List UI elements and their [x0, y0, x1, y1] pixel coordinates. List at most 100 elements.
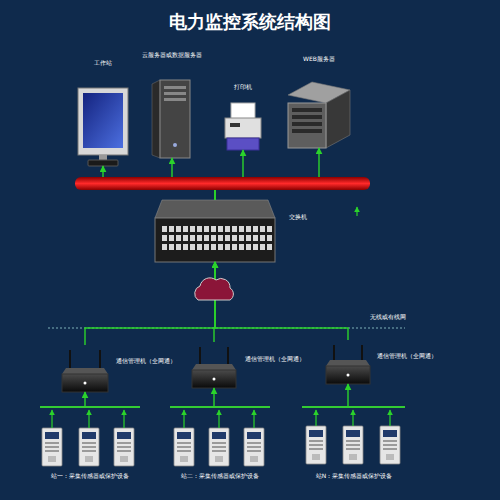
workstation-node: 工作站 [75, 60, 131, 166]
station-bus [40, 406, 140, 408]
gateway-body [62, 374, 108, 392]
meter-arrow [315, 410, 316, 426]
meter-symbol [42, 428, 62, 466]
meter-arrow [51, 410, 52, 428]
server-bay [292, 122, 322, 126]
gateway-body [192, 370, 236, 388]
server-bay [292, 115, 322, 119]
meter-symbol [114, 428, 134, 466]
printer-paper [231, 103, 255, 120]
gateway-icon [192, 347, 236, 388]
monitor-screen [83, 93, 123, 148]
gateway-node: 通信管理机（全网通） [322, 340, 442, 384]
ethernet-bus [75, 177, 370, 190]
diagram-title: 电力监控系统结构图 [0, 10, 500, 34]
connector-arrow [215, 150, 243, 200]
gateway-top [326, 360, 370, 366]
decor-arrow [356, 207, 357, 216]
station-node: 站二：采集传感器或保护设备 [165, 407, 275, 483]
antenna [333, 345, 335, 362]
web-server-node: WEB服务器 [285, 56, 353, 148]
meter-arrow [352, 410, 353, 426]
gateway-node: 通信管理机（全网通） [60, 345, 180, 392]
meter-arrows [52, 410, 390, 428]
meter-symbol [343, 426, 363, 464]
gateway-led [213, 378, 216, 381]
gateway-top [62, 368, 108, 374]
station-bus [302, 406, 405, 408]
connector-arrow [103, 166, 215, 200]
node-label: 站一：采集传感器或保护设备 [35, 473, 145, 480]
gateway-top [192, 364, 236, 370]
meter-symbol [380, 426, 400, 464]
tower-bay [164, 92, 186, 95]
tower-front [160, 80, 190, 158]
server-front [288, 103, 326, 148]
node-label: 通信管理机（全网通） [112, 358, 180, 365]
tower-server-icon [152, 80, 190, 158]
meter-symbol [306, 426, 326, 464]
connector-arrow [215, 262, 348, 340]
meter-arrow [389, 410, 390, 426]
station-bus [170, 406, 270, 408]
monitor-foot [88, 160, 118, 166]
network-label: 无线或有线网 [370, 314, 406, 321]
tower-bay [164, 98, 186, 101]
tower-bay [164, 86, 186, 89]
node-label: 站二：采集传感器或保护设备 [165, 473, 275, 480]
gateway-led [84, 382, 87, 385]
switch-node: 交换机 [155, 200, 315, 262]
cloud-symbol [195, 278, 234, 300]
workstation-icon [78, 88, 128, 166]
connector-arrow [172, 158, 215, 200]
meter-arrow [183, 410, 184, 428]
meter-symbol [174, 428, 194, 466]
node-label: WEB服务器 [285, 56, 353, 63]
power-light [173, 143, 177, 147]
node-label: 通信管理机（全网通） [240, 356, 310, 363]
gateway-icon [62, 350, 108, 392]
meter-arrow [123, 410, 124, 428]
printer-icon [225, 103, 261, 150]
antenna [199, 347, 201, 366]
node-label: 站N：采集传感器或保护设备 [298, 473, 410, 480]
gateway-led [347, 374, 350, 377]
station-node: 站N：采集传感器或保护设备 [298, 407, 410, 483]
printer-node: 打印机 [222, 84, 264, 150]
switch-top [155, 200, 275, 218]
gateway-icon [326, 345, 370, 384]
antenna [227, 347, 229, 366]
printer-tray [227, 138, 259, 150]
connector-arrow [85, 262, 215, 345]
connector-arrow [84, 392, 85, 407]
meter-arrow [218, 410, 219, 428]
node-label: 云服务器或数据服务器 [140, 52, 204, 59]
switch-front [155, 218, 275, 262]
node-label: 打印机 [222, 84, 264, 91]
server-side [326, 90, 350, 148]
antenna [361, 345, 363, 362]
connector-arrow [214, 262, 215, 342]
meter-arrow [253, 410, 254, 428]
connector-arrow [347, 384, 348, 407]
node-label: 通信管理机（全网通） [372, 353, 442, 360]
connector-group [85, 148, 348, 407]
switch-ports [160, 225, 272, 252]
connector-arrow [215, 148, 319, 200]
meter-symbol [244, 428, 264, 466]
node-label: 工作站 [75, 60, 131, 67]
switch-icon [155, 200, 275, 262]
antenna [69, 350, 71, 370]
gateway-node: 通信管理机（全网通） [190, 342, 310, 388]
meter-arrow [88, 410, 89, 428]
network-line [48, 328, 405, 329]
server-bay [292, 108, 322, 112]
printer-panel [230, 123, 240, 127]
gateway-body [326, 366, 370, 384]
connector-arrow [213, 388, 214, 407]
monitor-frame [78, 88, 128, 155]
node-label: 交换机 [280, 214, 315, 221]
